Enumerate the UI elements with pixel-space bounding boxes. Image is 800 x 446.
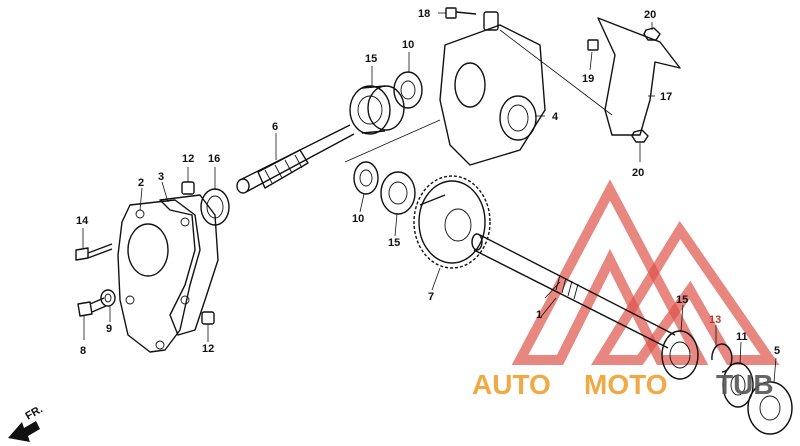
- watermark-text: AUTO MOTO TUB: [472, 369, 774, 400]
- label-part-16: 16: [208, 153, 220, 165]
- part-5-disc: [747, 381, 793, 435]
- label-part-12-lower: 12: [202, 343, 214, 355]
- part-19-bolt: [587, 39, 599, 51]
- part-9-washer: [100, 289, 116, 307]
- watermark-text-part1: AUTO: [472, 369, 551, 400]
- label-part-20-bottom: 20: [632, 167, 644, 179]
- label-part-6: 6: [272, 121, 278, 133]
- label-part-12-upper: 12: [182, 153, 194, 165]
- part-15-bearing-middle: [380, 171, 416, 215]
- leader-lines: [82, 12, 777, 383]
- label-part-20-top: 20: [644, 9, 656, 21]
- label-part-15-upper: 15: [365, 53, 377, 65]
- label-part-15-middle: 15: [388, 237, 400, 249]
- label-part-7: 7: [428, 291, 434, 303]
- label-part-15-lower: 15: [676, 294, 688, 306]
- label-part-19: 19: [582, 73, 594, 85]
- label-part-9: 9: [106, 323, 112, 335]
- part-18-bolt: [445, 7, 477, 19]
- front-direction-label: FR.: [24, 403, 45, 422]
- watermark-text-part2: MOTO: [584, 369, 667, 400]
- part-1-shaft: [471, 233, 676, 349]
- part-20-nut-bottom: [631, 129, 649, 143]
- part-labels: 1 2 3 4 5 6 7 8 9 10 10 11 12 12 13 14 1…: [76, 8, 780, 357]
- label-part-5: 5: [774, 345, 780, 357]
- part-6-worm-shaft: [236, 124, 355, 194]
- part-17-bracket: [597, 17, 681, 136]
- watermark-logo: [511, 179, 780, 365]
- label-part-11: 11: [736, 331, 748, 343]
- part-10-seal-upper: [393, 71, 423, 109]
- label-part-1: 1: [536, 309, 542, 321]
- part-14-bolt: [75, 243, 113, 261]
- part-7-gear: [413, 175, 491, 269]
- label-part-8: 8: [80, 345, 86, 357]
- part-11-washer: [722, 362, 754, 408]
- label-part-10-upper: 10: [402, 39, 414, 51]
- label-part-3: 3: [158, 171, 164, 183]
- label-part-2: 2: [138, 177, 144, 189]
- front-direction-indicator: FR.: [8, 403, 45, 442]
- part-15-bearing-upper: [349, 85, 405, 135]
- part-3-gasket: [159, 194, 219, 336]
- part-15-bearing-lower: [661, 330, 699, 380]
- front-arrow-icon: [8, 421, 40, 442]
- label-part-13: 13: [709, 314, 721, 326]
- watermark-text-part3: TUB: [716, 369, 774, 400]
- part-12-dowel-pins: [181, 181, 215, 325]
- label-part-4: 4: [552, 111, 559, 123]
- label-part-10-lower: 10: [352, 213, 364, 225]
- part-10-seal-lower: [353, 161, 379, 195]
- label-part-14: 14: [76, 215, 89, 227]
- label-part-17: 17: [660, 91, 672, 103]
- label-part-18: 18: [418, 8, 430, 20]
- part-4-gear-case: [439, 11, 546, 166]
